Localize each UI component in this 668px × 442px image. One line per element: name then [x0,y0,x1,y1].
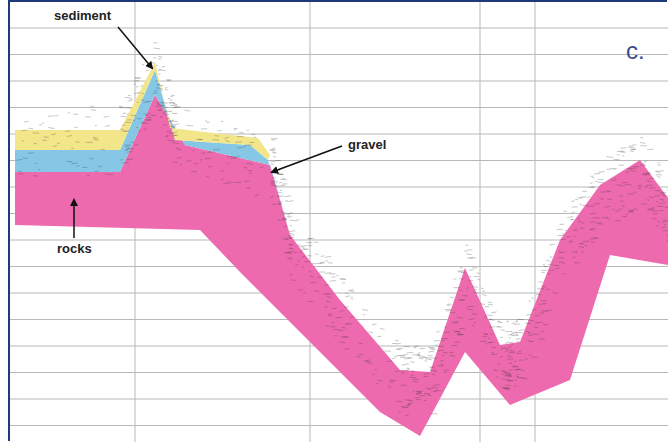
texture-strokes [16,43,668,416]
sediment-layer [15,62,270,160]
grid-line [10,399,668,400]
grid-line [310,2,311,442]
grid-line [10,81,668,82]
panel-letter: c. [624,38,647,64]
layer-label: rocks [55,241,94,256]
leader-arrow [272,146,342,172]
grid-line [10,425,668,426]
layer-label: sediment [52,8,113,23]
leader-arrow [118,27,152,68]
grid-line [10,107,668,108]
reflection-texture [16,43,668,416]
frame [9,1,667,441]
gravel-layer [15,70,290,235]
grid-line [480,2,481,442]
grid-line [10,28,668,29]
grid-line [10,54,668,55]
leader-arrow [73,200,75,238]
layer-label: gravel [346,137,388,152]
grid [10,2,668,442]
